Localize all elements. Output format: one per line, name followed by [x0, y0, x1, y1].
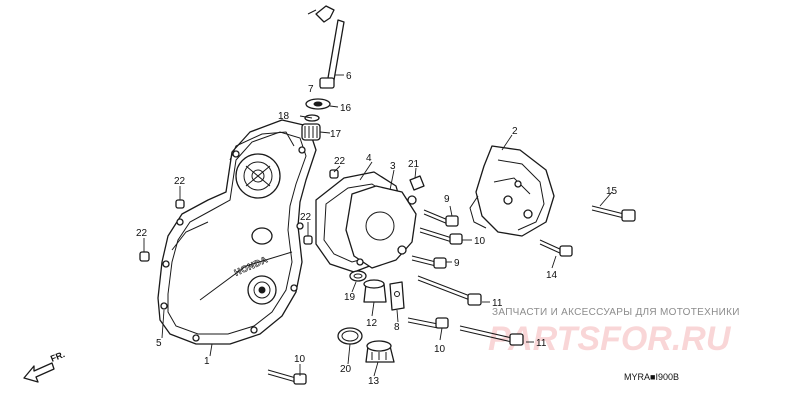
- callout-15: 15: [606, 186, 618, 197]
- callout-5: 5: [156, 338, 162, 349]
- bolts: [267, 205, 636, 385]
- front-label: FR.: [49, 349, 66, 364]
- leader-lines: [143, 74, 613, 377]
- oring-and-cap: [337, 327, 395, 363]
- callout-14: 14: [546, 270, 558, 281]
- callout-22-upper-mid: 22: [334, 156, 346, 167]
- shaft-assembly: [301, 5, 345, 141]
- sprocket-cover: [469, 145, 555, 237]
- callout-20: 20: [340, 364, 352, 375]
- callout-21: 21: [408, 159, 420, 170]
- callout-22-center: 22: [300, 212, 312, 223]
- callout-10-bottom: 10: [294, 354, 306, 365]
- callout-7: 7: [308, 84, 314, 95]
- callout-22-left-top: 22: [174, 176, 186, 187]
- callout-10-middle: 10: [434, 344, 446, 355]
- clip: [409, 175, 425, 191]
- callout-13: 13: [368, 376, 380, 387]
- callout-4: 4: [366, 153, 372, 164]
- plug-and-bracket: [349, 270, 405, 311]
- callout-12: 12: [366, 318, 378, 329]
- diagram-code: MYRA■I900B: [624, 372, 679, 382]
- front-direction-arrow: FR.: [23, 349, 66, 383]
- callout-6: 6: [346, 71, 352, 82]
- callout-11-upper: 11: [492, 298, 503, 309]
- callout-9-lower: 9: [454, 258, 460, 269]
- callout-8: 8: [394, 322, 400, 333]
- inner-cover: [345, 185, 417, 269]
- watermark-tagline: ЗАПЧАСТИ И АКСЕССУАРЫ ДЛЯ МОТОТЕХНИКИ: [492, 307, 740, 318]
- callout-2: 2: [512, 126, 518, 137]
- callout-16: 16: [340, 103, 352, 114]
- callout-18: 18: [278, 111, 290, 122]
- callout-22-left: 22: [136, 228, 148, 239]
- callout-17: 17: [330, 129, 342, 140]
- callout-numbers: 6 7 16 18 17 2 4 3 21 22 22 22 22 15 9 1…: [136, 71, 618, 387]
- callout-3: 3: [390, 161, 396, 172]
- left-crankcase-cover: HONDA: [157, 119, 317, 345]
- callout-11-lower: 11: [536, 338, 547, 349]
- callout-9-upper: 9: [444, 194, 450, 205]
- callout-10-upper: 10: [474, 236, 486, 247]
- watermark-brand: PARTSFOR.RU: [488, 320, 732, 358]
- callout-19: 19: [344, 292, 356, 303]
- callout-1: 1: [204, 356, 210, 367]
